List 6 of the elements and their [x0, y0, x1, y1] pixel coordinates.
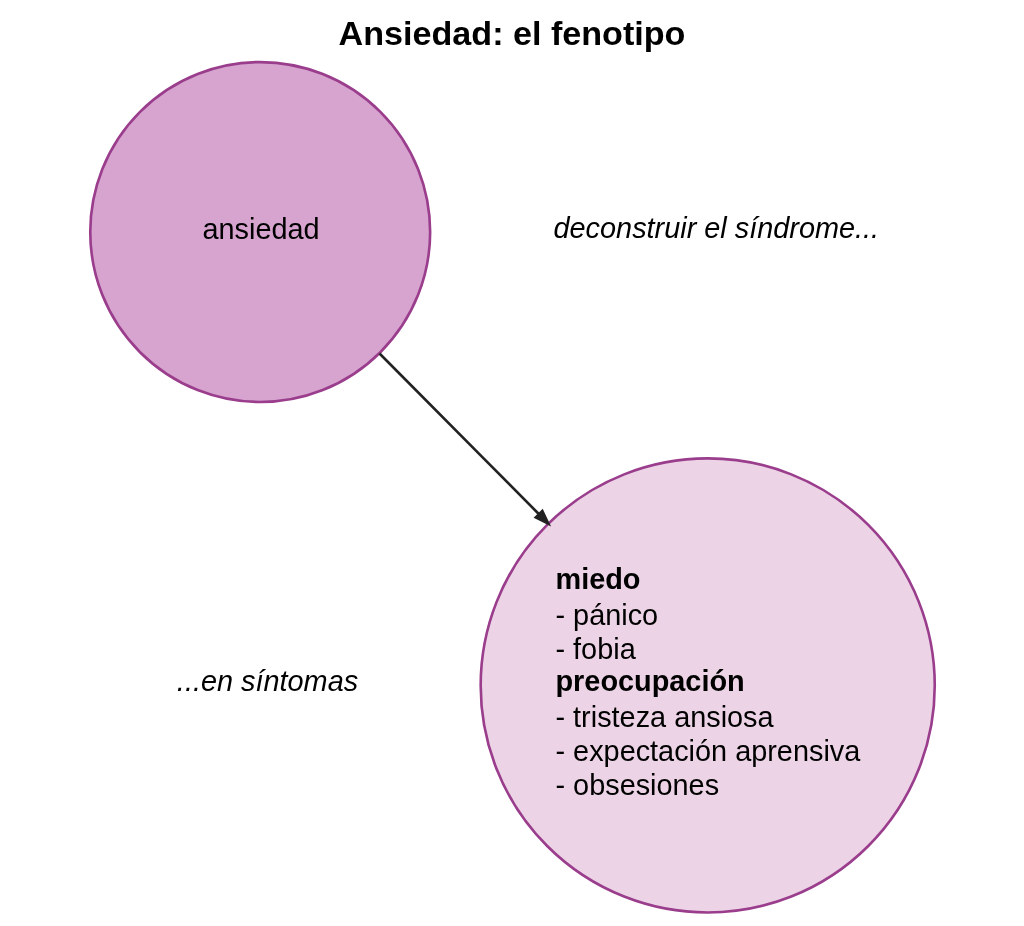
label: deconstruir el síndrome...	[553, 212, 879, 245]
diagram-title: Ansiedad: el fenotipo	[338, 13, 685, 52]
arrow	[378, 352, 551, 527]
node-circle: miedo - pánico - fobia preocupación - tristeza ansiosa - expectación aprensiva - obsesiones	[478, 457, 936, 914]
label: ...en síntomas	[176, 665, 358, 698]
node-circle: ansiedad	[88, 60, 431, 404]
